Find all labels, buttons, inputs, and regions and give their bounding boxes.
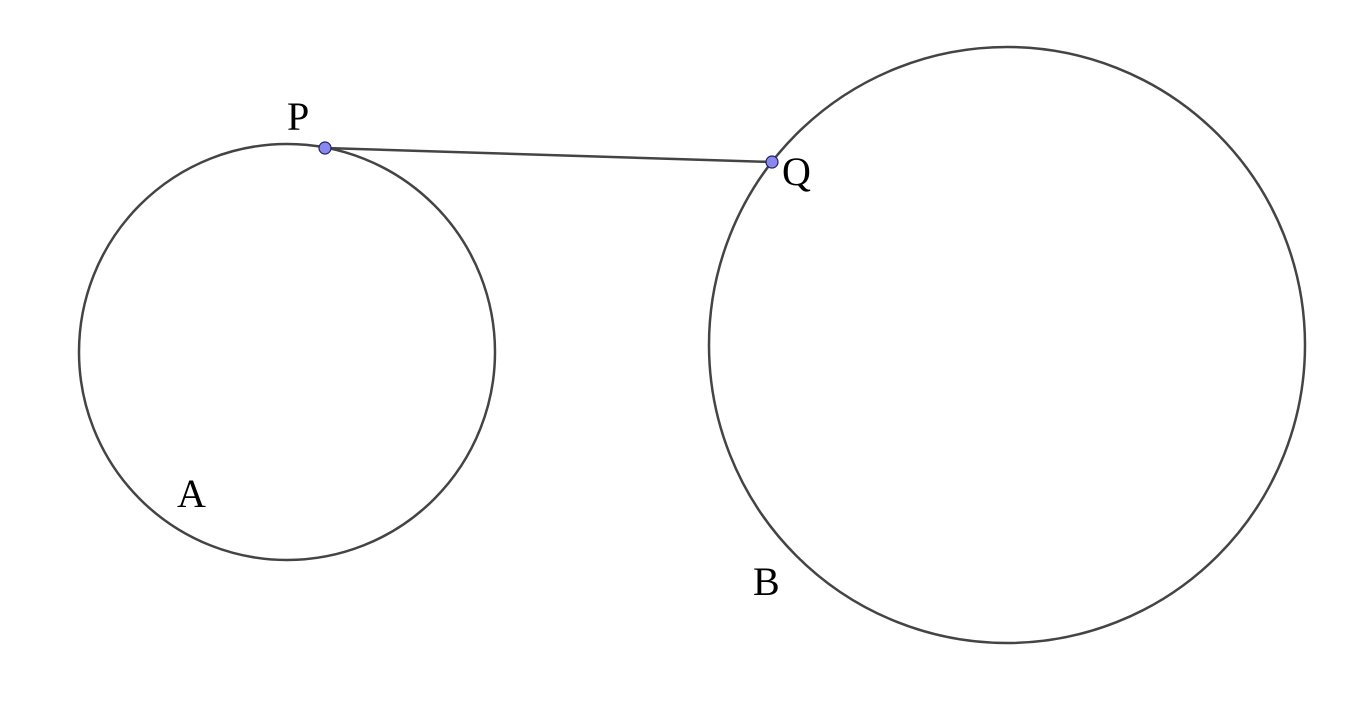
circle-b [707, 45, 1307, 645]
segment-pq [324, 146, 773, 164]
circle-a [77, 142, 497, 562]
point-p[interactable] [318, 141, 332, 155]
label-a: A [177, 471, 206, 516]
label-q: Q [782, 149, 811, 194]
label-p: P [287, 94, 309, 139]
label-b: B [753, 559, 780, 604]
point-q[interactable] [765, 155, 779, 169]
